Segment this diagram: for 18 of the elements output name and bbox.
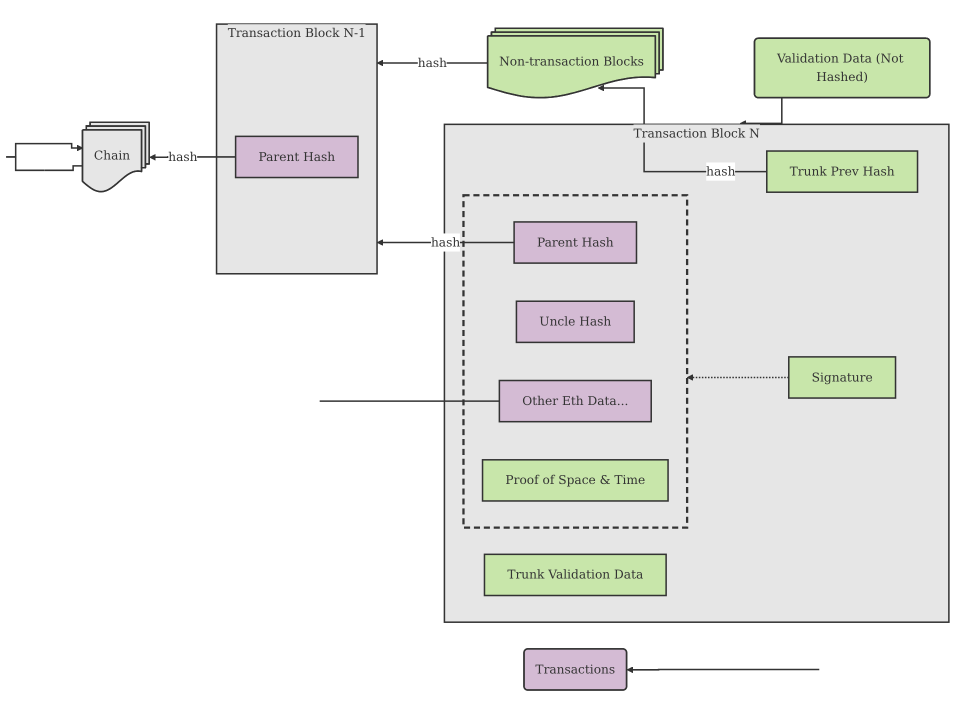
edge-label: hash — [418, 56, 447, 70]
edge-label: hash — [430, 235, 460, 250]
cluster — [462, 194, 688, 530]
arrow — [598, 85, 767, 173]
node-box: Parent Hash — [234, 136, 359, 179]
node-box: Uncle Hash — [516, 300, 635, 344]
node-box: Parent Hash — [513, 222, 638, 264]
node-box: Other Eth Data... — [498, 380, 652, 423]
arrow — [626, 666, 820, 674]
node-box: Trunk Prev Hash — [766, 150, 918, 194]
connector — [320, 400, 500, 402]
arrow — [686, 374, 789, 382]
node-box: Proof of Space & Time — [482, 459, 669, 502]
edge-label: hash — [168, 150, 198, 164]
node-box: Signature — [788, 356, 896, 400]
node-box: Trunk Validation Data — [484, 554, 667, 597]
edge-label: hash — [706, 164, 736, 179]
arrow — [6, 143, 84, 172]
